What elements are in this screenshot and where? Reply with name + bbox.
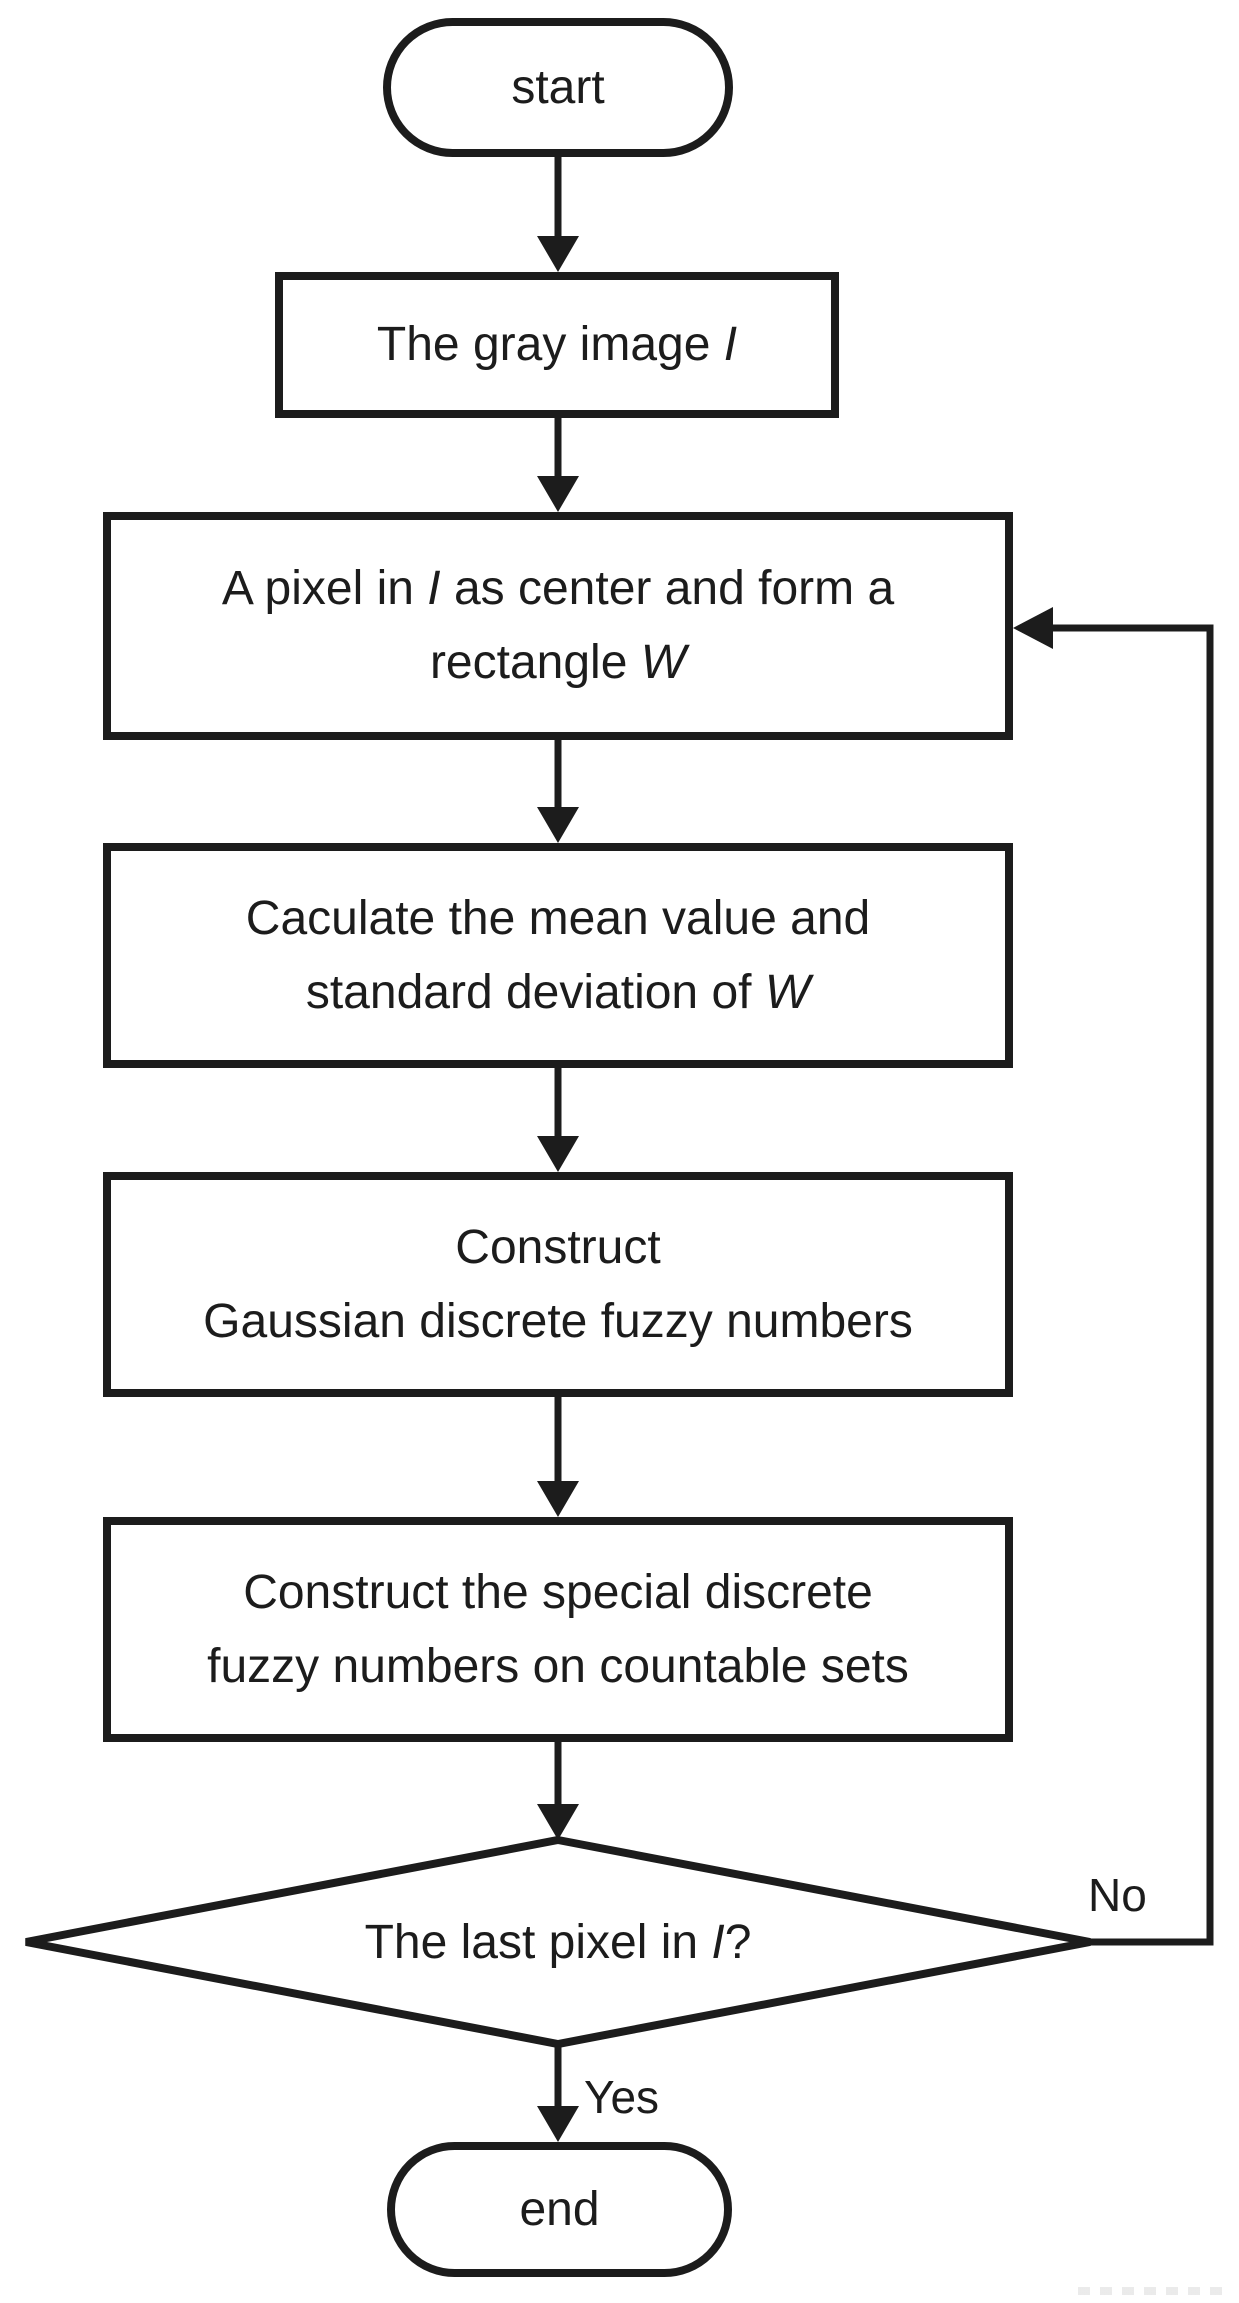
edge-no-loop	[1053, 624, 1214, 1946]
node-label: Construct the special discrete fuzzy num…	[207, 1565, 909, 1693]
watermark-artifact	[1078, 2287, 1230, 2295]
arrowhead-down-icon	[537, 807, 579, 843]
node-pixel-window: A pixel in I as center and form a rectan…	[103, 512, 1013, 740]
node-start: start	[383, 18, 733, 157]
node-label: start	[511, 60, 605, 114]
node-label: The last pixel in I?	[364, 1915, 752, 1969]
node-gaussian: Construct Gaussian discrete fuzzy number…	[103, 1172, 1013, 1397]
arrowhead-down-icon	[537, 476, 579, 512]
node-decision-label: The last pixel in I?	[128, 1852, 988, 2032]
node-gray-image: The gray image I	[275, 272, 839, 418]
arrowhead-down-icon	[537, 1136, 579, 1172]
arrowhead-down-icon	[537, 2106, 579, 2142]
arrowhead-down-icon	[537, 1481, 579, 1517]
node-mean-std: Caculate the mean value and standard dev…	[103, 843, 1013, 1068]
node-label: Construct Gaussian discrete fuzzy number…	[203, 1220, 913, 1348]
arrowhead-down-icon	[537, 1804, 579, 1840]
node-label: A pixel in I as center and form a rectan…	[221, 562, 895, 689]
arrowhead-left-icon	[1013, 607, 1053, 649]
edge-label-no: No	[1088, 1869, 1147, 1921]
node-label: end	[519, 2182, 600, 2236]
decision-diamond	[25, 1835, 1091, 2049]
node-label: The gray image I	[376, 318, 738, 371]
node-special: Construct the special discrete fuzzy num…	[103, 1517, 1013, 1742]
arrowhead-down-icon	[537, 236, 579, 272]
node-label: Caculate the mean value and standard dev…	[245, 891, 871, 1019]
edge-label-yes: Yes	[584, 2071, 660, 2123]
node-end: end	[387, 2142, 732, 2277]
